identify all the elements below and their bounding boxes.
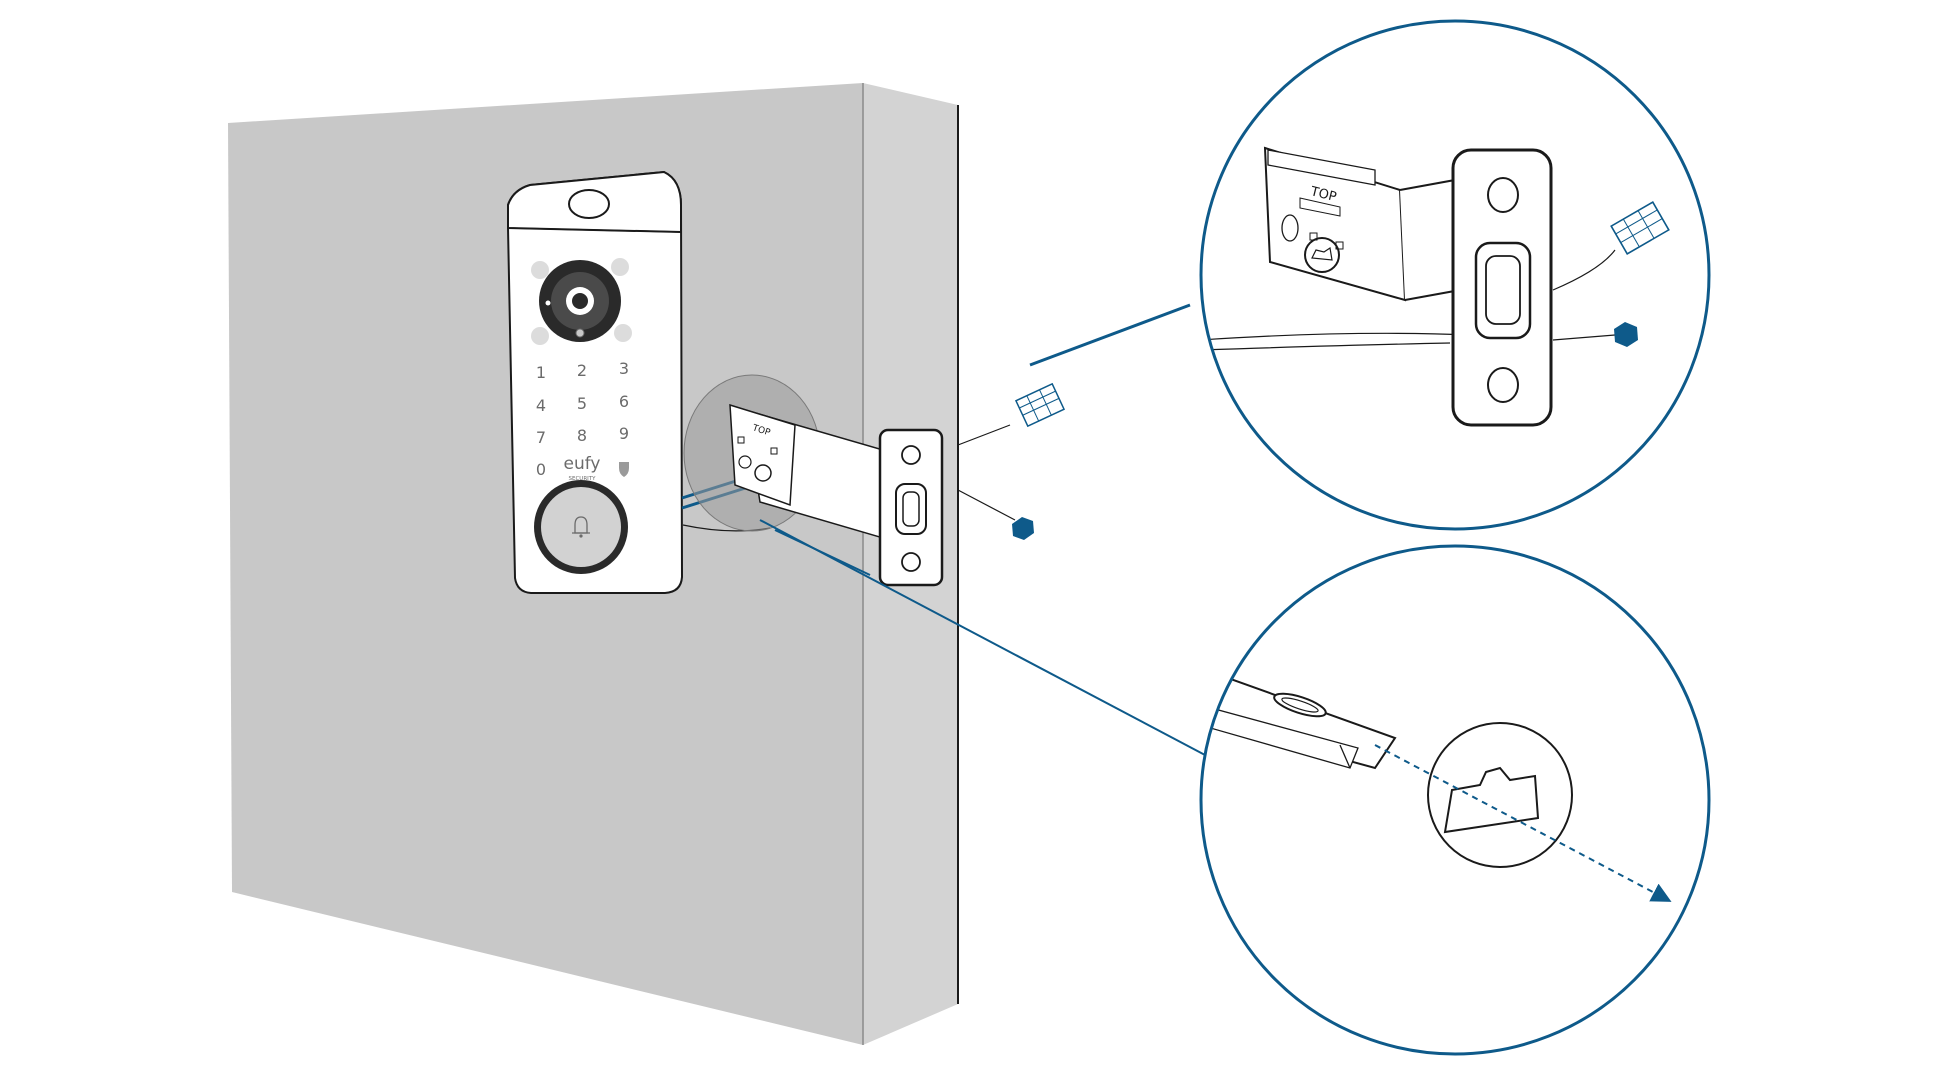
key-2[interactable]: 2 [577, 361, 587, 380]
key-4[interactable]: 4 [536, 396, 546, 415]
insertion-arrow [1374, 744, 1672, 902]
leader-line-top [1029, 303, 1191, 367]
keypad-digits: 1 2 3 4 5 6 7 8 9 0 [536, 359, 629, 479]
shield-icon [619, 462, 629, 477]
latch-assembly: TOP [683, 374, 944, 587]
key-9[interactable]: 9 [619, 424, 629, 443]
doorbell-button[interactable] [534, 480, 628, 574]
key-0[interactable]: 0 [536, 460, 546, 479]
key-1[interactable]: 1 [536, 363, 546, 382]
fingerprint-sensor [568, 189, 610, 219]
key-8[interactable]: 8 [577, 426, 587, 445]
brand-logo: eufy [564, 454, 601, 474]
svg-text:TOP: TOP [1308, 184, 1338, 205]
smart-lock-keypad: 1 2 3 4 5 6 7 8 9 0 eufy SECURITY [507, 170, 684, 594]
bell-icon [572, 516, 590, 538]
key-3[interactable]: 3 [619, 359, 629, 378]
cable-connector-icon [1014, 382, 1066, 428]
key-7[interactable]: 7 [536, 428, 546, 447]
camera-lens-icon [539, 260, 621, 342]
magnified-latch-detail: TOP [1199, 19, 1711, 531]
leader-line-bottom [759, 519, 1206, 756]
key-5[interactable]: 5 [577, 394, 587, 413]
magnified-spindle-detail [1199, 544, 1711, 1056]
brand-subtitle: SECURITY [569, 476, 597, 482]
key-6[interactable]: 6 [619, 392, 629, 411]
hex-nut-icon [1012, 517, 1034, 540]
